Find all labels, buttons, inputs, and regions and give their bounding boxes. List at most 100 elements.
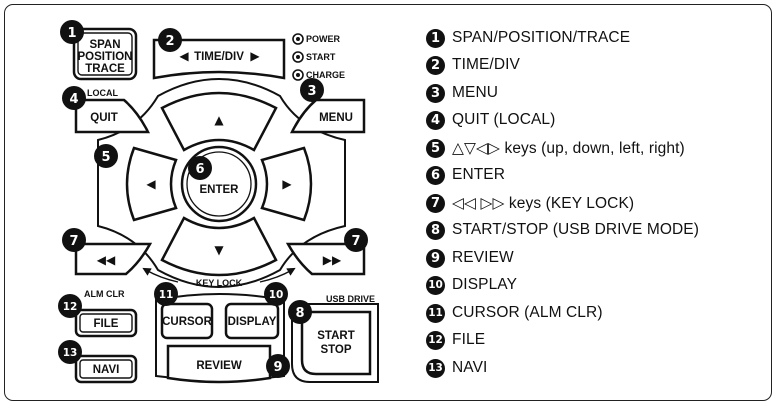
menu-label: MENU	[319, 112, 353, 124]
callout-3: 3	[300, 78, 324, 102]
legend-item: 4 QUIT (LOCAL)	[426, 108, 555, 132]
cursor-button[interactable]: CURSOR	[160, 302, 214, 340]
navi-label: NAVI	[93, 364, 120, 376]
forward-button[interactable]: ▶▶	[285, 242, 366, 276]
legend-text: TIME/DIV	[452, 56, 520, 73]
control-panel-diagram: .outer { fill:#fff; stroke:#111; stroke-…	[58, 20, 379, 384]
enter-button[interactable]: ENTER	[180, 145, 258, 223]
span-label-line-3: TRACE	[85, 63, 125, 75]
legend-text: QUIT (LOCAL)	[452, 111, 556, 128]
enter-label: ENTER	[200, 184, 240, 196]
display-button[interactable]: DISPLAY	[224, 302, 280, 340]
led-start-label: START	[306, 52, 336, 62]
review-button[interactable]: REVIEW	[166, 344, 272, 384]
rewind-icon: ◀◀	[97, 253, 116, 267]
callout-10: 10	[264, 282, 288, 306]
callout-8: 8	[288, 300, 312, 324]
callout-7-right: 7	[344, 228, 368, 252]
down-arrow-button[interactable]: ▼	[160, 216, 278, 277]
right-arrow-icon: ▶	[282, 177, 292, 191]
callout-7-left: 7	[62, 228, 86, 252]
legend-number: 6	[426, 165, 445, 185]
callout-9: 9	[266, 354, 290, 378]
led-charge-label: CHARGE	[306, 70, 345, 80]
time-div-label: TIME/DIV	[194, 51, 244, 63]
legend-number: 12	[426, 330, 445, 350]
svg-text:11: 11	[159, 289, 174, 301]
svg-text:1: 1	[67, 26, 76, 41]
navi-button[interactable]: NAVI	[74, 354, 138, 384]
display-label: DISPLAY	[228, 316, 277, 328]
left-arrow-icon: ◀	[146, 177, 156, 191]
legend-item: 13 NAVI	[426, 356, 487, 380]
legend-number: 2	[426, 55, 445, 75]
legend-text: CURSOR (ALM CLR)	[452, 304, 603, 321]
legend-item: 12 FILE	[426, 328, 485, 352]
legend-text: MENU	[452, 84, 499, 101]
callout-1: 1	[60, 20, 84, 44]
callout-11: 11	[154, 282, 178, 306]
callout-12: 12	[58, 294, 82, 318]
callout-5: 5	[94, 144, 118, 168]
legend-number: 5	[426, 138, 445, 158]
left-arrow-button[interactable]: ◀	[125, 146, 178, 222]
menu-button[interactable]: MENU	[289, 98, 366, 134]
legend-number: 13	[426, 358, 445, 378]
led-indicators: POWER START CHARGE	[292, 33, 345, 81]
right-arrow-button[interactable]: ▶	[260, 146, 313, 222]
callout-2: 2	[158, 28, 182, 52]
local-label: LOCAL	[87, 88, 118, 98]
legend-number: 8	[426, 220, 445, 240]
legend-number: 7	[426, 193, 445, 213]
key-lock-indicator: KEY LOCK	[142, 267, 296, 288]
callout-13: 13	[58, 340, 82, 364]
legend-item: 8 START/STOP (USB DRIVE MODE)	[426, 218, 699, 242]
svg-text:12: 12	[63, 301, 78, 313]
start-stop-label-line-2: STOP	[320, 344, 351, 356]
span-label-line-1: SPAN	[89, 39, 120, 51]
file-button[interactable]: FILE	[74, 308, 138, 338]
legend-number: 4	[426, 110, 445, 130]
alm-clr-label: ALM CLR	[84, 289, 125, 299]
callout-6: 6	[188, 156, 212, 180]
time-div-button[interactable]: ◀ TIME/DIV ▶	[152, 38, 286, 80]
start-stop-label-line-1: START	[317, 330, 354, 342]
svg-text:9: 9	[273, 360, 282, 375]
up-arrow-button[interactable]: ▲	[160, 91, 278, 152]
legend-text: SPAN/POSITION/TRACE	[452, 29, 631, 46]
legend-item: 5 △▽◁▷ keys (up, down, left, right)	[426, 136, 685, 160]
legend-number: 3	[426, 83, 445, 103]
svg-text:5: 5	[101, 150, 110, 165]
legend-number: 1	[426, 28, 445, 48]
legend-item: 6 ENTER	[426, 163, 505, 187]
legend-text: START/STOP (USB DRIVE MODE)	[452, 221, 700, 238]
legend-item: 3 MENU	[426, 81, 498, 105]
up-arrow-icon: ▲	[214, 113, 224, 127]
quit-button[interactable]: QUIT	[74, 98, 151, 134]
legend-text: NAVI	[452, 359, 488, 376]
legend-item: 11 CURSOR (ALM CLR)	[426, 301, 603, 325]
legend-number: 11	[426, 303, 445, 323]
key-lock-label: KEY LOCK	[196, 278, 243, 288]
time-div-left-icon: ◀	[179, 49, 189, 63]
svg-text:13: 13	[63, 347, 78, 359]
legend-item: 10 DISPLAY	[426, 273, 517, 297]
file-label: FILE	[94, 318, 119, 330]
legend-item: 2 TIME/DIV	[426, 53, 520, 77]
down-arrow-icon: ▼	[214, 243, 224, 257]
svg-text:6: 6	[195, 162, 204, 177]
legend-text: ◁◁ ▷▷ keys (KEY LOCK)	[452, 194, 635, 212]
span-position-trace-button[interactable]: SPAN POSITION TRACE	[72, 27, 138, 81]
forward-icon: ▶▶	[323, 253, 342, 267]
svg-text:8: 8	[295, 306, 304, 321]
svg-text:2: 2	[165, 34, 174, 49]
rewind-button[interactable]: ◀◀	[74, 242, 153, 276]
diagram-frame	[4, 4, 772, 401]
svg-text:4: 4	[69, 92, 78, 107]
legend-number: 9	[426, 248, 445, 268]
legend-text: DISPLAY	[452, 276, 518, 293]
svg-text:3: 3	[307, 84, 316, 99]
led-power-label: POWER	[306, 34, 341, 44]
usb-drive-label: USB DRIVE	[326, 294, 375, 304]
start-stop-button[interactable]: START STOP	[291, 303, 379, 383]
